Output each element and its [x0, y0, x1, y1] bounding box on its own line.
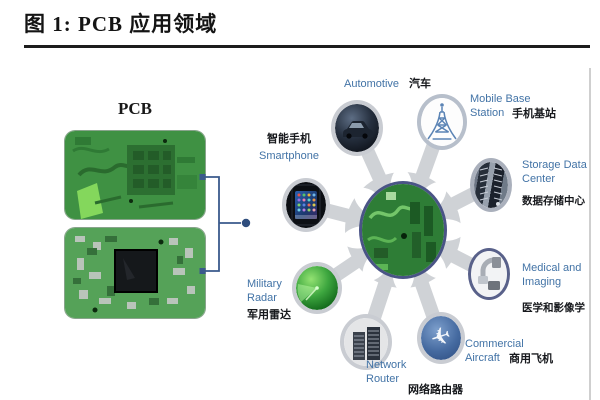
label-mobile-base-station: Mobile Base Station 手机基站: [470, 92, 600, 120]
radar-icon: [296, 266, 338, 310]
router-building-icon: [344, 318, 388, 366]
label-commercial-aircraft: Commercial Aircraft 商用飞机: [465, 337, 595, 365]
pcb-hub-art: [362, 184, 444, 276]
label-radar-en: Military Radar: [247, 278, 282, 304]
pcb-hub-image: [359, 181, 447, 279]
antenna-tower-icon: [421, 98, 463, 146]
label-automotive-en: Automotive: [344, 78, 400, 90]
label-storage-data-center: Storage Data Center 数据存储中心: [522, 158, 600, 208]
server-rack-icon: [474, 162, 508, 208]
medical-scanner-icon: [471, 251, 507, 297]
node-automotive: [331, 100, 383, 156]
label-military-radar: Military Radar 军用雷达: [247, 277, 305, 322]
label-radar-zh: 军用雷达: [247, 309, 291, 321]
title-underline: [24, 45, 590, 48]
node-network-router: [340, 314, 392, 370]
airplane-icon: ✈: [421, 316, 461, 360]
label-mobile-en: Mobile Base Station: [470, 93, 531, 119]
label-smartphone-zh: 智能手机: [267, 133, 311, 145]
label-storage-en: Storage Data Center: [522, 159, 587, 185]
car-icon: [335, 104, 379, 152]
label-smartphone: 智能手机 Smartphone: [256, 133, 322, 163]
figure-title: 图 1: PCB 应用领域: [24, 12, 218, 36]
label-mobile-zh: 手机基站: [512, 108, 556, 120]
node-smartphone: [282, 178, 330, 232]
pcb-assembled-board-image: [65, 228, 205, 318]
label-aircraft-zh: 商用飞机: [509, 353, 553, 365]
figure-right-border: [589, 68, 591, 400]
pcb-assembled-board-art: [65, 228, 205, 318]
label-aircraft-en: Commercial Aircraft: [465, 338, 524, 364]
label-automotive-zh: 汽车: [409, 78, 432, 90]
label-smartphone-en: Smartphone: [259, 150, 319, 162]
node-military-radar: [292, 262, 342, 314]
node-mobile-base-station: [417, 94, 467, 150]
pcb-bare-board-image: [65, 131, 205, 219]
node-medical-imaging: [468, 248, 510, 300]
label-network-router: Network Router 网络路由器: [366, 358, 496, 396]
pcb-group-label: PCB: [118, 99, 152, 118]
label-medical-imaging: Medical and Imaging 医学和影像学: [522, 261, 600, 315]
label-router-en: Network Router: [366, 359, 407, 385]
smartphone-icon: [286, 182, 326, 228]
node-commercial-aircraft: ✈: [417, 312, 465, 364]
label-storage-zh: 数据存储中心: [522, 195, 585, 207]
label-automotive: Automotive 汽车: [344, 77, 431, 91]
pcb-bare-board-art: [65, 131, 205, 219]
label-medical-zh: 医学和影像学: [522, 302, 585, 314]
label-medical-en: Medical and Imaging: [522, 262, 582, 288]
airplane-glyph: ✈: [427, 321, 455, 354]
label-router-zh: 网络路由器: [408, 384, 463, 396]
node-storage-data-center: [470, 158, 512, 212]
